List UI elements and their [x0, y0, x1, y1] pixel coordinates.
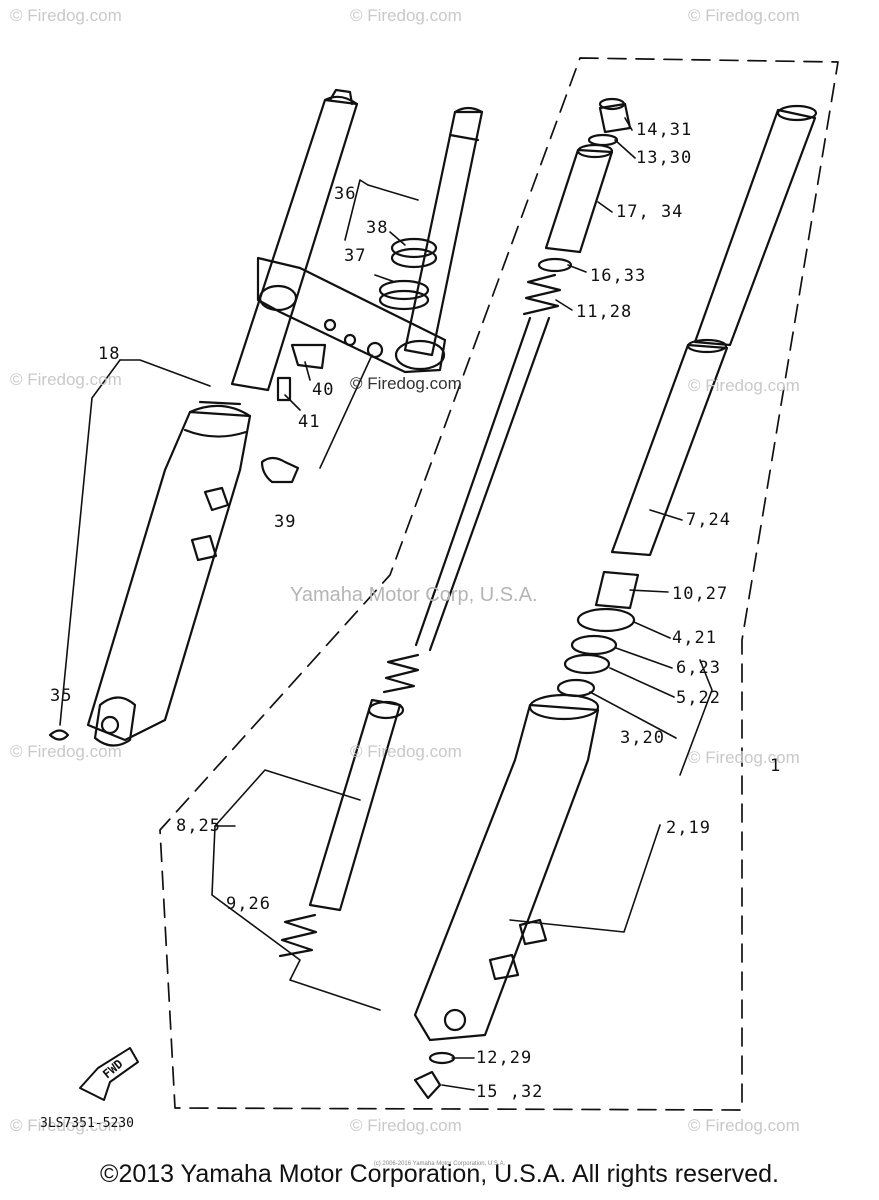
label-39: 39: [274, 512, 297, 532]
watermark-1: © Firedog.com: [10, 6, 122, 25]
copyright-footer: ©2013 Yamaha Motor Corporation, U.S.A. A…: [100, 1160, 779, 1188]
label-18: 18: [98, 344, 121, 364]
label-37: 37: [344, 246, 367, 266]
center-watermark: © Firedog.com: [350, 374, 462, 393]
label-9-26: 9,26: [226, 894, 271, 914]
leader-lines: [59, 117, 713, 1091]
label-10-27: 10,27: [672, 584, 729, 604]
steering-stem: [256, 106, 484, 484]
diagram-code: 3LS7351-5230: [40, 1116, 134, 1131]
assembled-fork-leg: [48, 88, 359, 747]
watermark-3: © Firedog.com: [688, 6, 800, 25]
label-4-21: 4,21: [672, 628, 717, 648]
label-7-24: 7,24: [686, 510, 731, 530]
label-13-30: 13,30: [636, 148, 693, 168]
exploded-fork-parts: [278, 97, 818, 1100]
label-40: 40: [312, 380, 335, 400]
watermark-11: © Firedog.com: [688, 1116, 800, 1135]
watermark-4: © Firedog.com: [10, 370, 122, 389]
label-1: 1: [770, 756, 782, 776]
watermark-10: © Firedog.com: [350, 1116, 462, 1135]
label-8-25: 8,25: [176, 816, 221, 836]
label-38: 38: [366, 218, 389, 238]
label-36: 36: [334, 184, 357, 204]
label-5-22: 5,22: [676, 688, 721, 708]
yamaha-watermark: Yamaha Motor Corp, U.S.A.: [290, 584, 538, 606]
watermark-6: © Firedog.com: [10, 742, 122, 761]
label-12-29: 12,29: [476, 1048, 533, 1068]
watermark-2: © Firedog.com: [350, 6, 462, 25]
label-14-31: 14,31: [636, 120, 693, 140]
label-17-34: 17, 34: [616, 202, 684, 222]
assembly-dashed-outline: [159, 57, 839, 1111]
label-41: 41: [298, 412, 321, 432]
label-35: 35: [50, 686, 73, 706]
label-6-23: 6,23: [676, 658, 721, 678]
label-16-33: 16,33: [590, 266, 647, 286]
label-3-20: 3,20: [620, 728, 665, 748]
label-15-32: 15 ,32: [476, 1082, 544, 1102]
fwd-arrow-icon: [79, 1047, 139, 1101]
watermark-7: © Firedog.com: [350, 742, 462, 761]
tiny-copyright: (c) 2006-2016 Yamaha Motor Corporation, …: [373, 1161, 506, 1167]
label-11-28: 11,28: [576, 302, 633, 322]
watermark-5: © Firedog.com: [688, 376, 800, 395]
watermark-8: © Firedog.com: [688, 748, 800, 767]
label-2-19: 2,19: [666, 818, 711, 838]
watermark-9: © Firedog.com: [10, 1116, 122, 1135]
